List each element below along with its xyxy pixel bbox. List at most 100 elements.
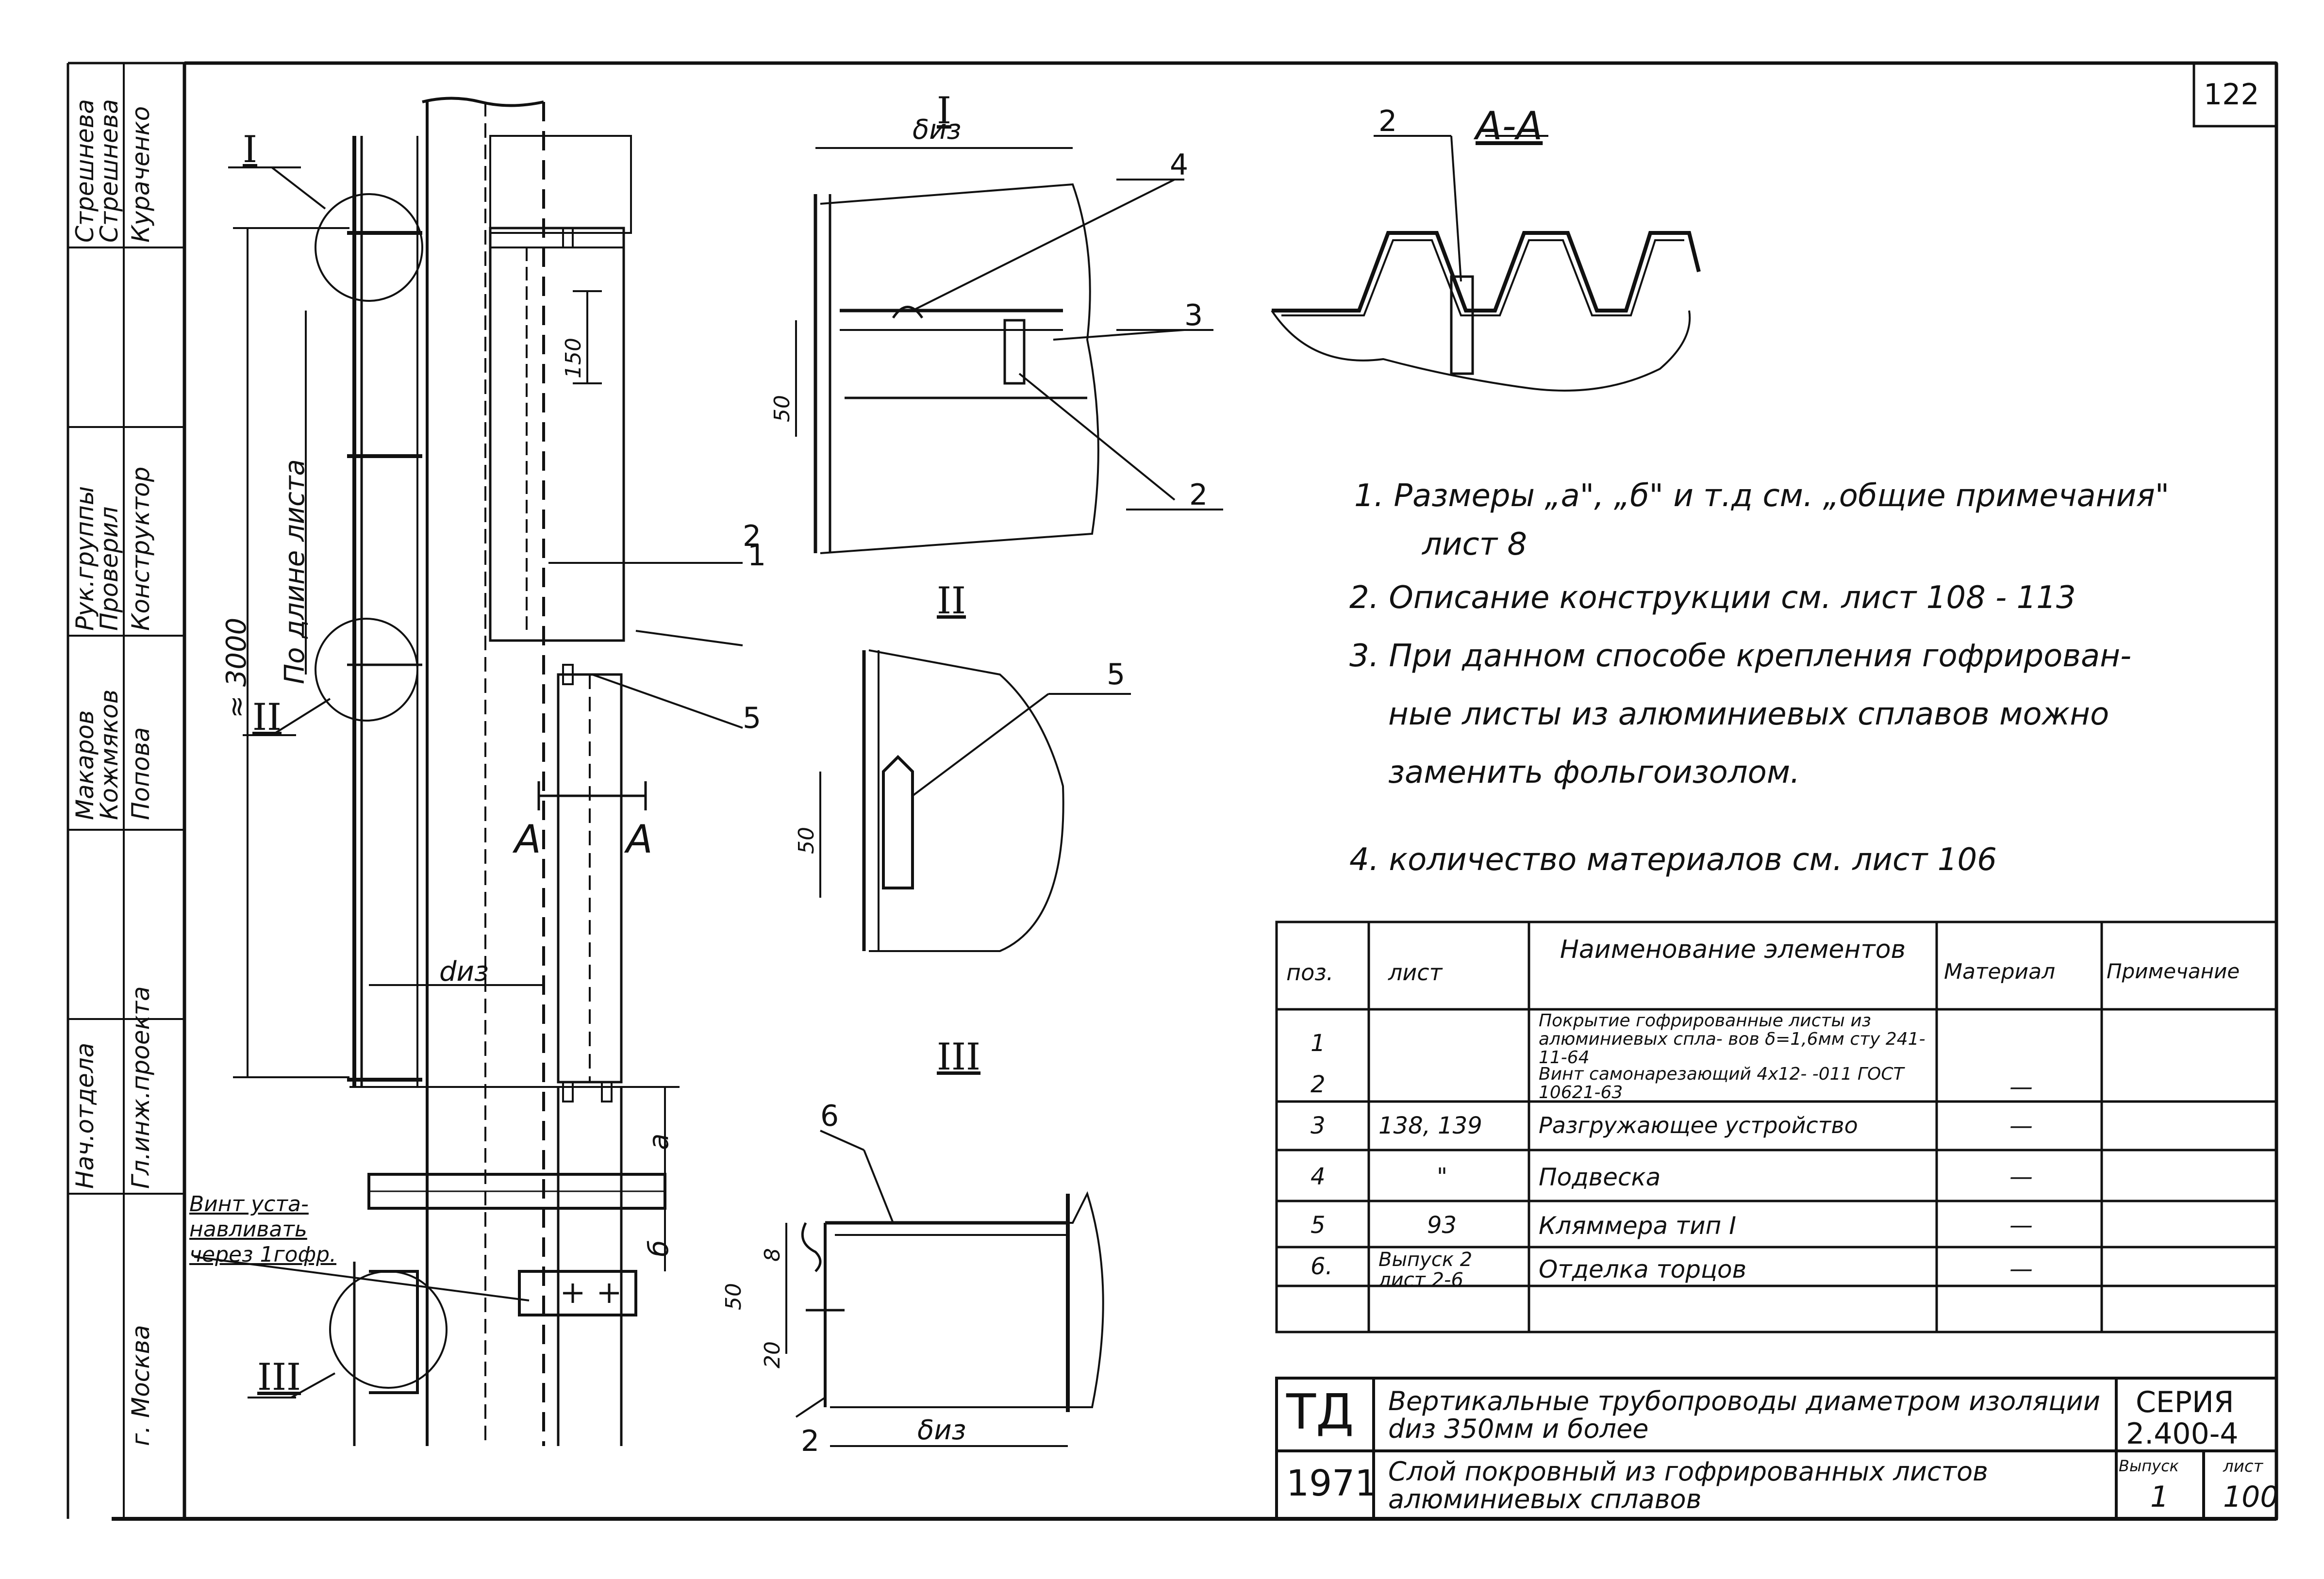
city: г. Москва: [127, 1325, 155, 1446]
marker-III: III: [257, 1355, 301, 1398]
year: 1971: [1286, 1463, 1378, 1504]
note-1: 1. Размеры „а", „б" и т.д см. „общие при…: [1354, 478, 2170, 514]
note-4: 4. количество материалов см. лист 106: [1349, 842, 1997, 878]
name-makarov: Макаров: [71, 710, 99, 820]
detail-I-drawing: [795, 147, 1223, 554]
note-3-cont-1: ные листы из алюминиевых сплавов можно: [1388, 696, 2109, 732]
title-line-1: Вертикальные трубопроводы диаметром изол…: [1388, 1386, 2101, 1444]
row1-pos: 1: [1311, 1030, 1326, 1057]
sheet-value: 100: [2223, 1480, 2279, 1514]
screw-note-line-2: навливать: [189, 1217, 307, 1242]
name-kurachenko: Кураченко: [127, 106, 155, 243]
callout-1: 1: [747, 539, 766, 573]
callout-3: 3: [1184, 298, 1203, 332]
dim-8: 8: [760, 1248, 785, 1262]
row6-material: —: [2009, 1255, 2033, 1283]
dim-b-iz-III: δиз: [917, 1415, 966, 1446]
screw-note-line-3: через 1гофр.: [189, 1242, 337, 1267]
row5-pos: 5: [1311, 1212, 1326, 1239]
org-code: ТД: [1286, 1383, 1354, 1440]
detail-III-drawing: [785, 1130, 1104, 1447]
dim-b-iz-I: δиз: [913, 114, 962, 146]
series-value: 2.400-4: [2126, 1417, 2239, 1451]
marker-I: I: [243, 128, 258, 171]
row6-name: Отделка торцов: [1539, 1255, 1747, 1283]
note-3: 3. При данном способе крепления гофриров…: [1349, 638, 2132, 674]
th-pos: поз.: [1286, 959, 1334, 986]
issue-value: 1: [2150, 1480, 2169, 1514]
dim-sheet-length: По длине листа: [279, 459, 311, 684]
role-checked: Проверил: [95, 506, 123, 631]
name-popova: Попова: [127, 727, 155, 820]
screw-note: Винт уста- навливать через 1гофр.: [189, 1194, 336, 1266]
callout-2: 2: [743, 519, 762, 553]
role-chief-engineer: Гл.инж.проекта: [127, 986, 155, 1189]
sheet-number: 122: [2204, 78, 2259, 112]
callout-5: 5: [743, 701, 762, 735]
role-group-leader: Рук.группы: [71, 486, 99, 631]
note-2: 2. Описание конструкции см. лист 108 - 1…: [1349, 580, 2076, 616]
section-mark-A-right: А: [626, 817, 653, 862]
role-head-dept: Нач.отдела: [71, 1042, 99, 1189]
main-dimensions: [194, 227, 743, 1301]
detail-I-title: I: [937, 89, 952, 132]
row1-name: Покрытие гофрированные листы из алюминие…: [1539, 1011, 1926, 1068]
spec-table-grid: [1275, 921, 2278, 1378]
callout-2-detail-III: 2: [801, 1424, 820, 1458]
dim-d-iz: dиз: [439, 956, 489, 987]
row3-sheet: 138, 139: [1378, 1112, 1482, 1139]
row6-pos: 6.: [1311, 1253, 1333, 1280]
marker-II: II: [252, 695, 282, 739]
detail-III-title: III: [937, 1035, 981, 1078]
row5-sheet: 93: [1427, 1212, 1457, 1239]
row2-pos: 2: [1311, 1071, 1326, 1098]
callout-2-detail-I: 2: [1189, 478, 1208, 512]
callout-5-detail-II: 5: [1107, 658, 1126, 691]
row3-pos: 3: [1311, 1112, 1326, 1139]
section-AA-title: А-А: [1476, 103, 1543, 148]
dim-3000: ≈ 3000: [221, 617, 252, 718]
screw-note-line-1: Винт уста-: [189, 1192, 309, 1217]
row4-name: Подвеска: [1539, 1163, 1661, 1191]
dim-a: а: [643, 1133, 675, 1150]
row3-name: Разгружающее устройство: [1539, 1112, 1858, 1138]
row5-material: —: [2009, 1212, 2033, 1239]
row5-name: Кляммера тип I: [1539, 1212, 1736, 1240]
row2-name: Винт самонарезающий 4х12- -011 ГОСТ 1062…: [1539, 1064, 1904, 1102]
callout-4: 4: [1170, 148, 1189, 182]
sheet-frame: [66, 61, 2278, 1521]
dim-150: 150: [561, 338, 586, 378]
section-mark-A-left: А: [515, 817, 541, 862]
row2-material: —: [2009, 1073, 2033, 1101]
dim-20: 20: [760, 1341, 785, 1368]
row4-material: —: [2009, 1163, 2033, 1190]
detail-II-title: II: [937, 579, 966, 622]
sheet-label: лист: [2223, 1457, 2263, 1476]
detail-II-drawing: [819, 649, 1131, 952]
issue-label: Выпуск: [2119, 1457, 2179, 1475]
callout-6: 6: [820, 1099, 839, 1133]
name-streshneva-2: Стрешнева: [95, 99, 123, 243]
row4-sheet: ": [1437, 1163, 1448, 1190]
series-label: СЕРИЯ: [2136, 1385, 2234, 1419]
dim-50-detail-I: 50: [770, 395, 795, 422]
pipe-elevation: [347, 97, 670, 1446]
callout-2-section: 2: [1378, 104, 1397, 138]
name-streshneva-1: Стрешнева: [71, 99, 99, 243]
th-name: Наименование элементов: [1560, 935, 1906, 964]
title-line-2: Слой покровный из гофрированных листов а…: [1388, 1456, 1988, 1514]
row4-pos: 4: [1311, 1163, 1326, 1190]
section-AA-drawing: [1271, 135, 1701, 392]
row3-material: —: [2009, 1112, 2033, 1139]
title-block-grid: [1275, 1377, 2278, 1520]
row6-sheet: Выпуск 2 лист 2-6: [1378, 1249, 1473, 1291]
dim-50-detail-II: 50: [794, 827, 819, 854]
detail-callout-circles: [228, 166, 448, 1398]
th-material: Материал: [1944, 959, 2056, 984]
dim-b: б: [643, 1240, 675, 1257]
role-designer: Конструктор: [127, 466, 155, 631]
th-sheet: лист: [1388, 959, 1443, 986]
th-note: Примечание: [2107, 959, 2240, 983]
